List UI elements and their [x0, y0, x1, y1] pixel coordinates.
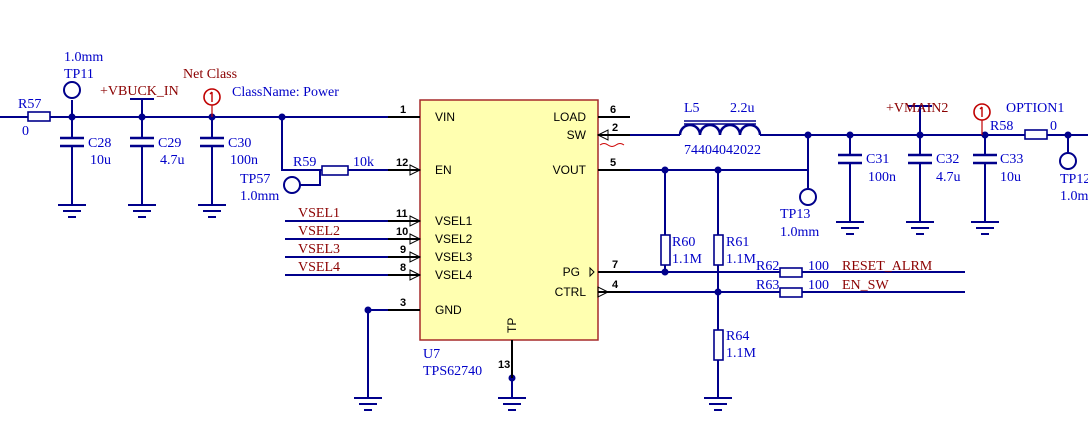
- pin-name-pg: PG: [563, 265, 580, 279]
- directive-classname: ClassName: Power: [232, 85, 339, 100]
- c31-ref: C31: [866, 152, 889, 167]
- test-points: [63, 81, 1077, 206]
- net-vsel1: VSEL1: [298, 206, 340, 221]
- tp11-value: 1.0mm: [64, 50, 103, 65]
- r64-ref: R64: [726, 329, 749, 344]
- r61-value: 1.1M: [726, 252, 757, 267]
- c32-value: 4.7u: [936, 170, 961, 185]
- directive-markers: [203, 88, 991, 135]
- r61-ref: R61: [726, 235, 749, 250]
- pin-name-vsel1: VSEL1: [435, 214, 473, 228]
- r64-value: 1.1M: [726, 346, 757, 361]
- tp12-value: 1.0mm: [1060, 189, 1088, 204]
- net-vmain2: +VMAIN2: [886, 101, 948, 116]
- pin-name-load: LOAD: [553, 110, 586, 124]
- pin-num-en: 12: [396, 157, 408, 169]
- r60-ref: R60: [672, 235, 695, 250]
- tp11-ref: TP11: [64, 67, 94, 82]
- pin-num-tp: 13: [498, 359, 510, 371]
- r59-ref: R59: [293, 155, 316, 170]
- ic-ref: U7: [423, 347, 440, 362]
- pin-name-gnd: GND: [435, 303, 462, 317]
- r58-value: 0: [1050, 119, 1057, 134]
- pin-num-load: 6: [610, 104, 616, 116]
- net-vsel4: VSEL4: [298, 260, 340, 275]
- pin-num-vout: 5: [610, 157, 616, 169]
- tp57-ref: TP57: [240, 172, 270, 187]
- r60-value: 1.1M: [672, 252, 703, 267]
- r57-value: 0: [22, 124, 29, 139]
- l5-part: 74404042022: [684, 143, 761, 158]
- pin-name-vout: VOUT: [553, 163, 587, 177]
- net-option1: OPTION1: [1006, 101, 1064, 116]
- pin-name-ctrl: CTRL: [555, 285, 587, 299]
- c32-ref: C32: [936, 152, 959, 167]
- power-ports: [130, 98, 932, 107]
- c29-value: 4.7u: [160, 153, 185, 168]
- pin-num-gnd: 3: [400, 297, 406, 309]
- r63-ref: R63: [756, 278, 779, 293]
- r63-value: 100: [808, 278, 829, 293]
- tp13-value: 1.0mm: [780, 225, 819, 240]
- net-vbuck-in: +VBUCK_IN: [100, 84, 179, 99]
- c29-ref: C29: [158, 136, 181, 151]
- c33-ref: C33: [1000, 152, 1023, 167]
- r62-value: 100: [808, 259, 829, 274]
- net-en-sw: EN_SW: [842, 278, 889, 293]
- ic-part: TPS62740: [423, 364, 482, 379]
- pin-name-vin: VIN: [435, 110, 455, 124]
- pin-name-tp: TP: [505, 318, 519, 333]
- capacitors: [60, 136, 997, 165]
- tp57-value: 1.0mm: [240, 189, 279, 204]
- l5-ref: L5: [684, 101, 700, 116]
- r59-value: 10k: [353, 155, 374, 170]
- pin-num-vsel3: 9: [400, 244, 406, 256]
- pin-name-vsel3: VSEL3: [435, 250, 473, 264]
- ground-symbols: [58, 204, 999, 411]
- tp12-ref: TP12: [1060, 172, 1088, 187]
- c28-ref: C28: [88, 136, 111, 151]
- pin-name-vsel2: VSEL2: [435, 232, 473, 246]
- l5-value: 2.2u: [730, 101, 755, 116]
- c28-value: 10u: [90, 153, 111, 168]
- pin-name-vsel4: VSEL4: [435, 268, 473, 282]
- c30-value: 100n: [230, 153, 258, 168]
- directive-title: Net Class: [183, 67, 237, 82]
- pin-num-vin: 1: [400, 104, 406, 116]
- pin-name-en: EN: [435, 163, 452, 177]
- pin-num-sw: 2: [612, 122, 618, 134]
- r57-ref: R57: [18, 97, 41, 112]
- net-vsel3: VSEL3: [298, 242, 340, 257]
- pin-name-sw: SW: [567, 128, 587, 142]
- ic-u7[interactable]: 1 12 11 10 9 8 3 VIN EN VSEL1 VSEL2 VSEL…: [388, 99, 630, 379]
- pin-num-vsel1: 11: [396, 208, 408, 220]
- r62-ref: R62: [756, 259, 779, 274]
- inductor-l5: [678, 120, 762, 136]
- pin-num-vsel4: 8: [400, 262, 406, 274]
- pin-num-ctrl: 4: [612, 279, 619, 291]
- pin-num-vsel2: 10: [396, 226, 408, 238]
- tp13-ref: TP13: [780, 207, 810, 222]
- resistors: [20, 111, 1088, 361]
- c30-ref: C30: [228, 136, 251, 151]
- c31-value: 100n: [868, 170, 896, 185]
- r58-ref: R58: [990, 119, 1013, 134]
- pin-num-pg: 7: [612, 259, 618, 271]
- c33-value: 10u: [1000, 170, 1021, 185]
- net-reset-alrm: RESET_ALRM: [842, 259, 933, 274]
- net-vsel2: VSEL2: [298, 224, 340, 239]
